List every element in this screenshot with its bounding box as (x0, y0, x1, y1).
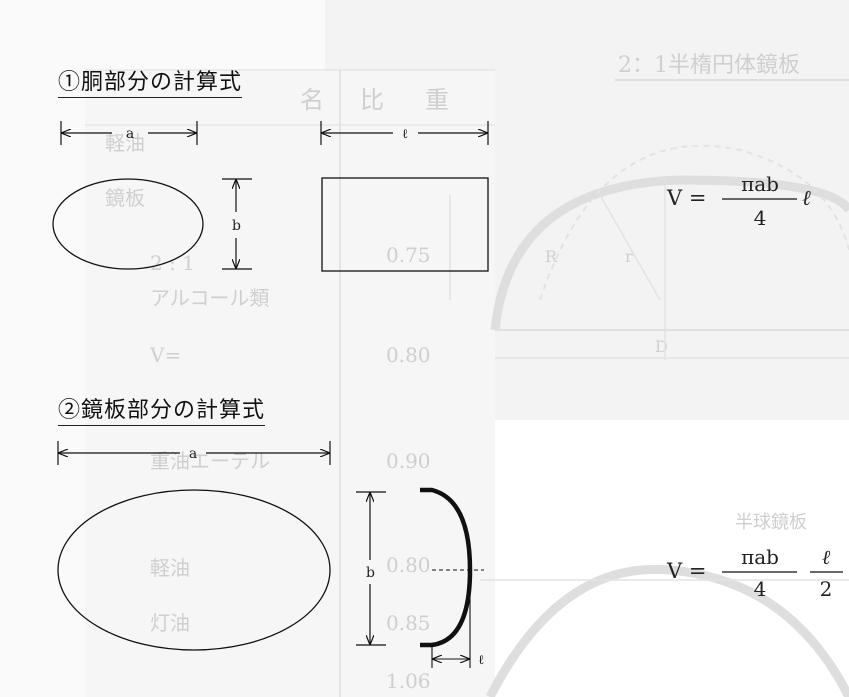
bg-row-6: 鏡板 (105, 186, 145, 210)
cross-section-ellipse (52, 178, 204, 270)
bg-value-2: 0.80 (386, 343, 431, 367)
dim2-a-label: a (189, 446, 197, 462)
bg-sub-heading: 半球鏡板 (735, 512, 807, 533)
bg-label-r: R (545, 247, 558, 266)
bg-value-4: 0.80 (386, 553, 431, 577)
formula1-numerator: πab (741, 172, 779, 196)
dim2-l-label: ℓ (478, 653, 484, 668)
bg-dome-arc (490, 175, 849, 331)
formula1-denominator: 4 (754, 206, 767, 230)
bg-value-5: 0.85 (386, 611, 431, 635)
bg-row-1: アルコール類 (150, 286, 269, 310)
side-view-rectangle (321, 177, 489, 272)
bg-value-6: 1.06 (386, 669, 431, 693)
bg-value-3: 0.90 (386, 449, 431, 473)
dim-b-label: b (232, 218, 241, 234)
bg-col-header-2: 比 (360, 86, 384, 114)
bg-row-3: 軽油 (150, 556, 190, 580)
formula1-lhs: V = (666, 186, 706, 210)
formula2-numerator: πab (741, 545, 779, 569)
bg-hemisphere-arc (485, 564, 849, 697)
bg-dome-dashed (539, 144, 849, 301)
bg-row-5: 軽油 (105, 131, 145, 155)
bg-label-r2: r (625, 247, 633, 266)
bg-col-header-1: 名 (300, 86, 324, 114)
formula1-factor: ℓ (802, 186, 811, 210)
dim-l-label: ℓ (402, 127, 408, 142)
head-profile-curve (420, 487, 473, 648)
bg-col-header-3: 重 (425, 86, 449, 114)
formula2-denominator: 4 (754, 577, 767, 601)
head-cross-section-ellipse (57, 489, 331, 651)
bg-value-1: 0.75 (386, 243, 431, 267)
bg-heading: 2：1半楕円体鏡板 (618, 53, 800, 78)
section2-title: ②鏡板部分の計算式 (58, 392, 266, 426)
formula2-frac2-numerator: ℓ (822, 545, 831, 569)
dim2-b-label: b (366, 565, 375, 581)
formula2-frac2-denominator: 2 (820, 577, 833, 601)
dim-a-label: a (126, 126, 134, 142)
bg-row-7: 2 : 1 (150, 251, 195, 275)
formula2-lhs: V = (666, 559, 706, 583)
bg-row-8: V= (149, 343, 181, 367)
bg-row-4: 灯油 (150, 611, 190, 635)
section1-title: ①胴部分の計算式 (58, 64, 243, 98)
